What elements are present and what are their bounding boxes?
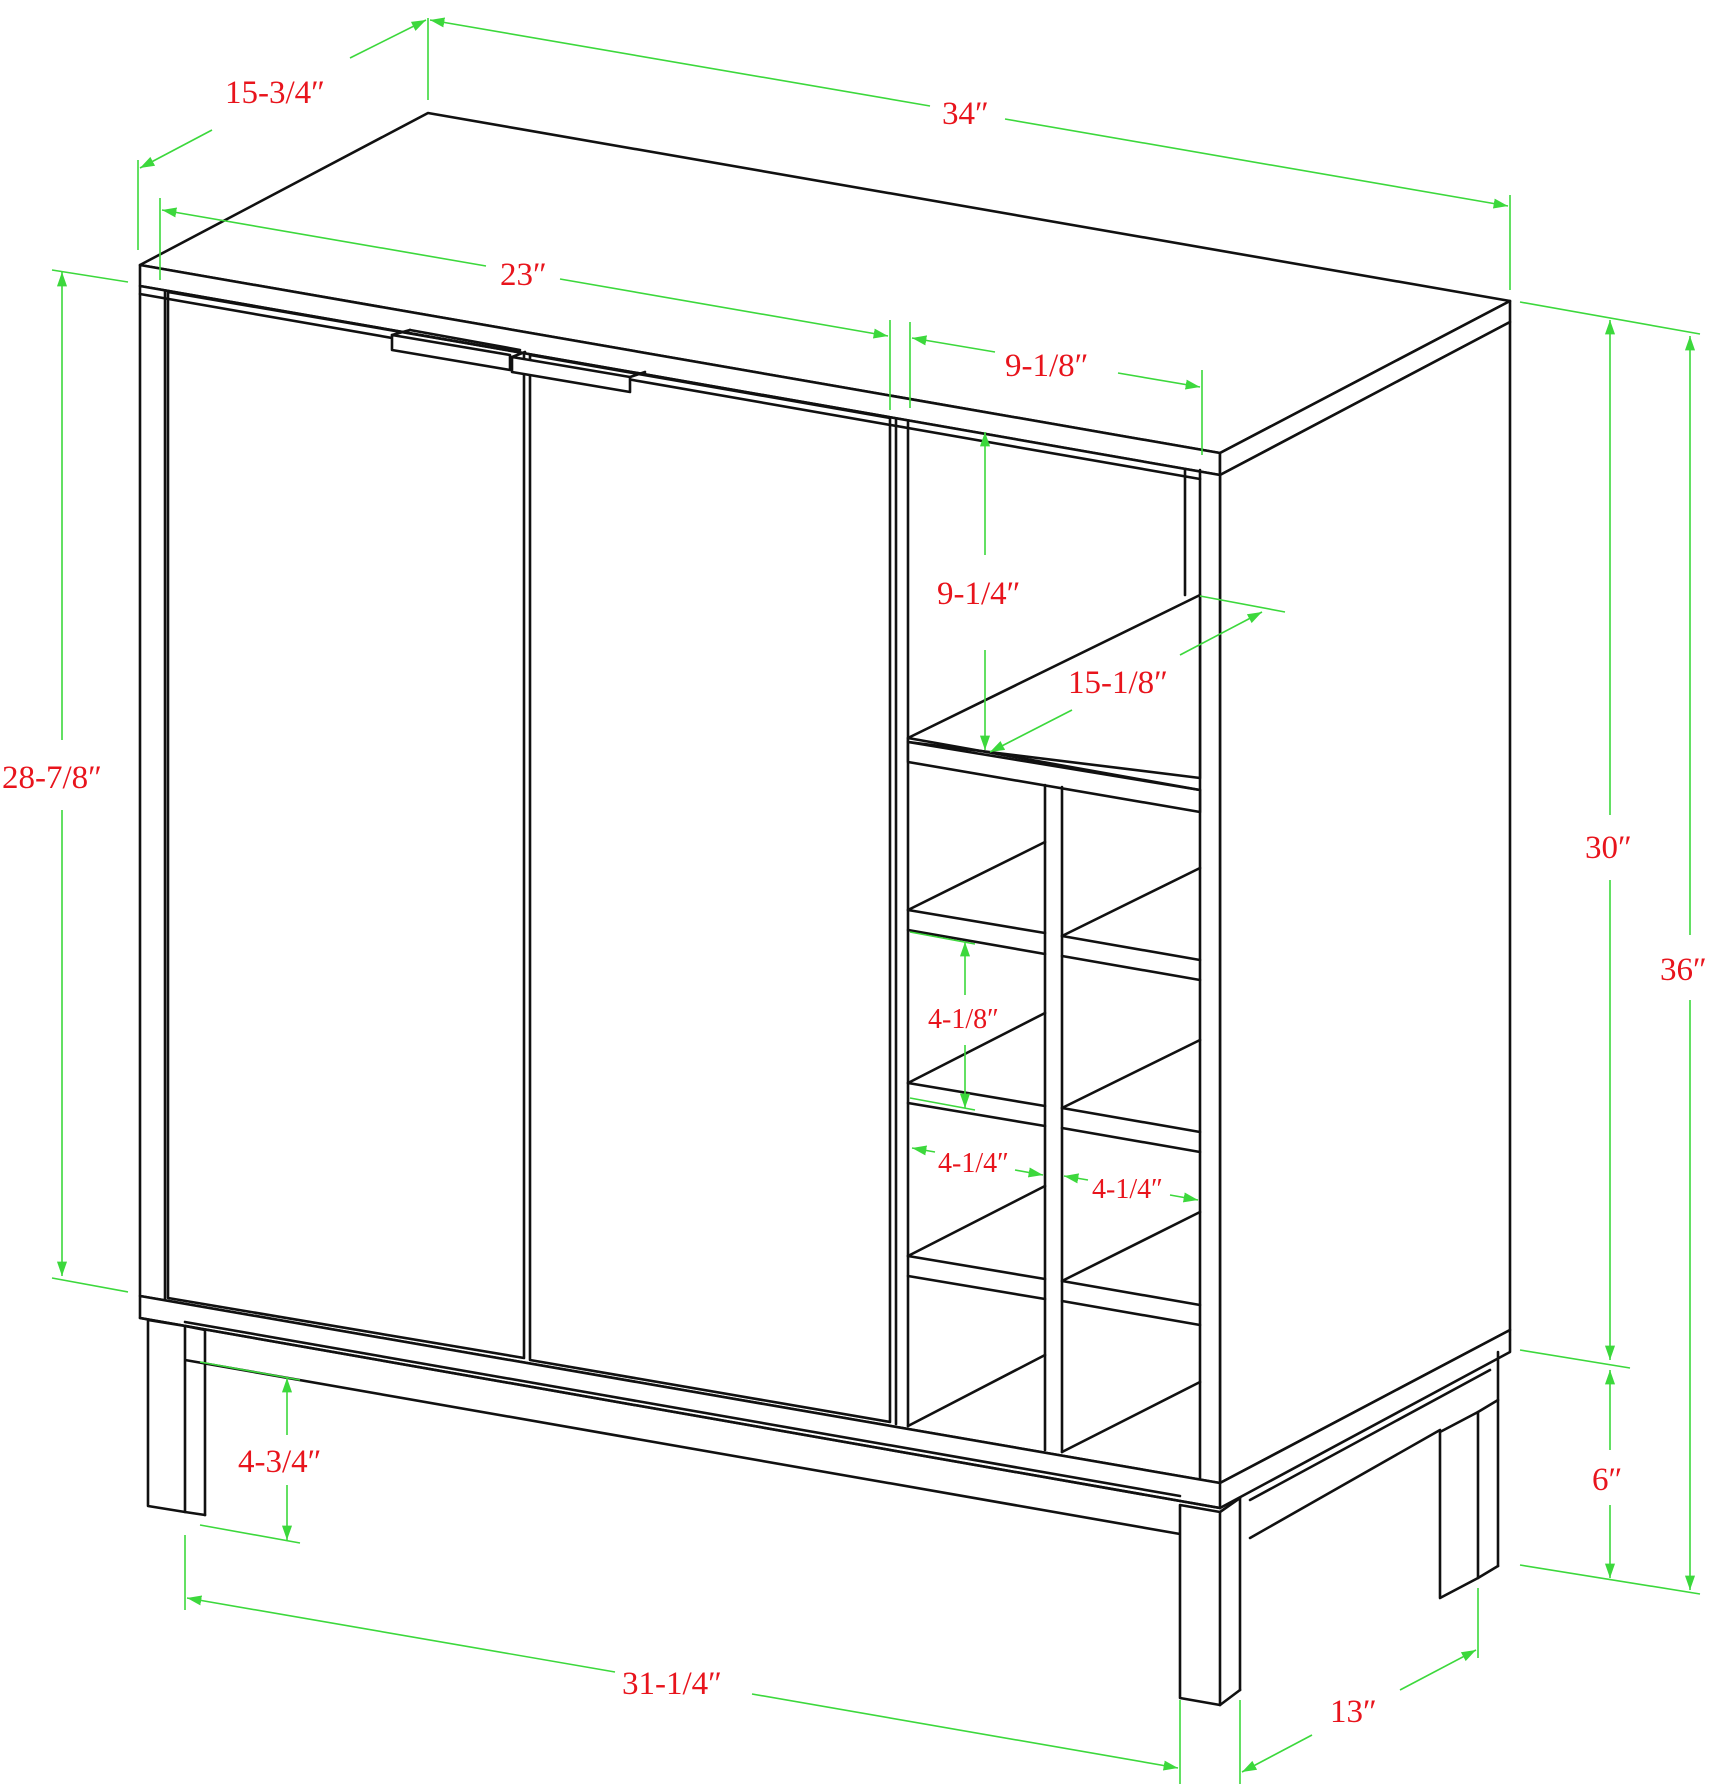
dimension-lines (51, 17, 1701, 1784)
cabinet-door-left (166, 290, 526, 1360)
label-upper-shelf-height: 9-1/4″ (937, 576, 1020, 612)
label-cubby-width-right: 4-1/4″ (1092, 1174, 1163, 1205)
label-leg-span-depth: 13″ (1330, 1694, 1377, 1730)
label-door-width: 23″ (500, 257, 547, 293)
label-leg-span-width: 31-1/4″ (622, 1666, 722, 1702)
open-bay-frame (906, 420, 1202, 1482)
cabinet-base (138, 1294, 1512, 1540)
cabinet-top (138, 111, 1512, 477)
label-top-depth: 15-3/4″ (225, 75, 325, 111)
label-shelf-depth: 15-1/8″ (1068, 665, 1168, 701)
label-cubby-width-left: 4-1/4″ (938, 1148, 1009, 1179)
label-cabinet-height: 28-7/8″ (2, 760, 102, 796)
label-leg-clearance: 4-3/4″ (238, 1444, 321, 1480)
dimension-labels: 15-3/4″ 34″ 23″ 9-1/8″ 9-1/4″ 15-1/8″ 28… (2, 75, 1707, 1730)
leg-front-right (1178, 1496, 1242, 1707)
cabinet-drawing (138, 111, 1512, 1707)
label-body-height: 30″ (1585, 830, 1632, 866)
label-overall-height: 36″ (1660, 952, 1707, 988)
cabinet-door-right (510, 350, 898, 1426)
label-overall-width: 34″ (942, 96, 989, 132)
cabinet-front (138, 284, 1222, 1485)
cabinet-side-panel (1218, 320, 1512, 1485)
leg-front-left (146, 1318, 207, 1517)
wine-cubbies (906, 783, 1202, 1454)
label-cubby-height: 4-1/8″ (928, 1004, 999, 1035)
label-leg-height: 6″ (1592, 1462, 1622, 1498)
leg-back-right (1438, 1350, 1500, 1600)
label-open-bay-width: 9-1/8″ (1005, 348, 1088, 384)
